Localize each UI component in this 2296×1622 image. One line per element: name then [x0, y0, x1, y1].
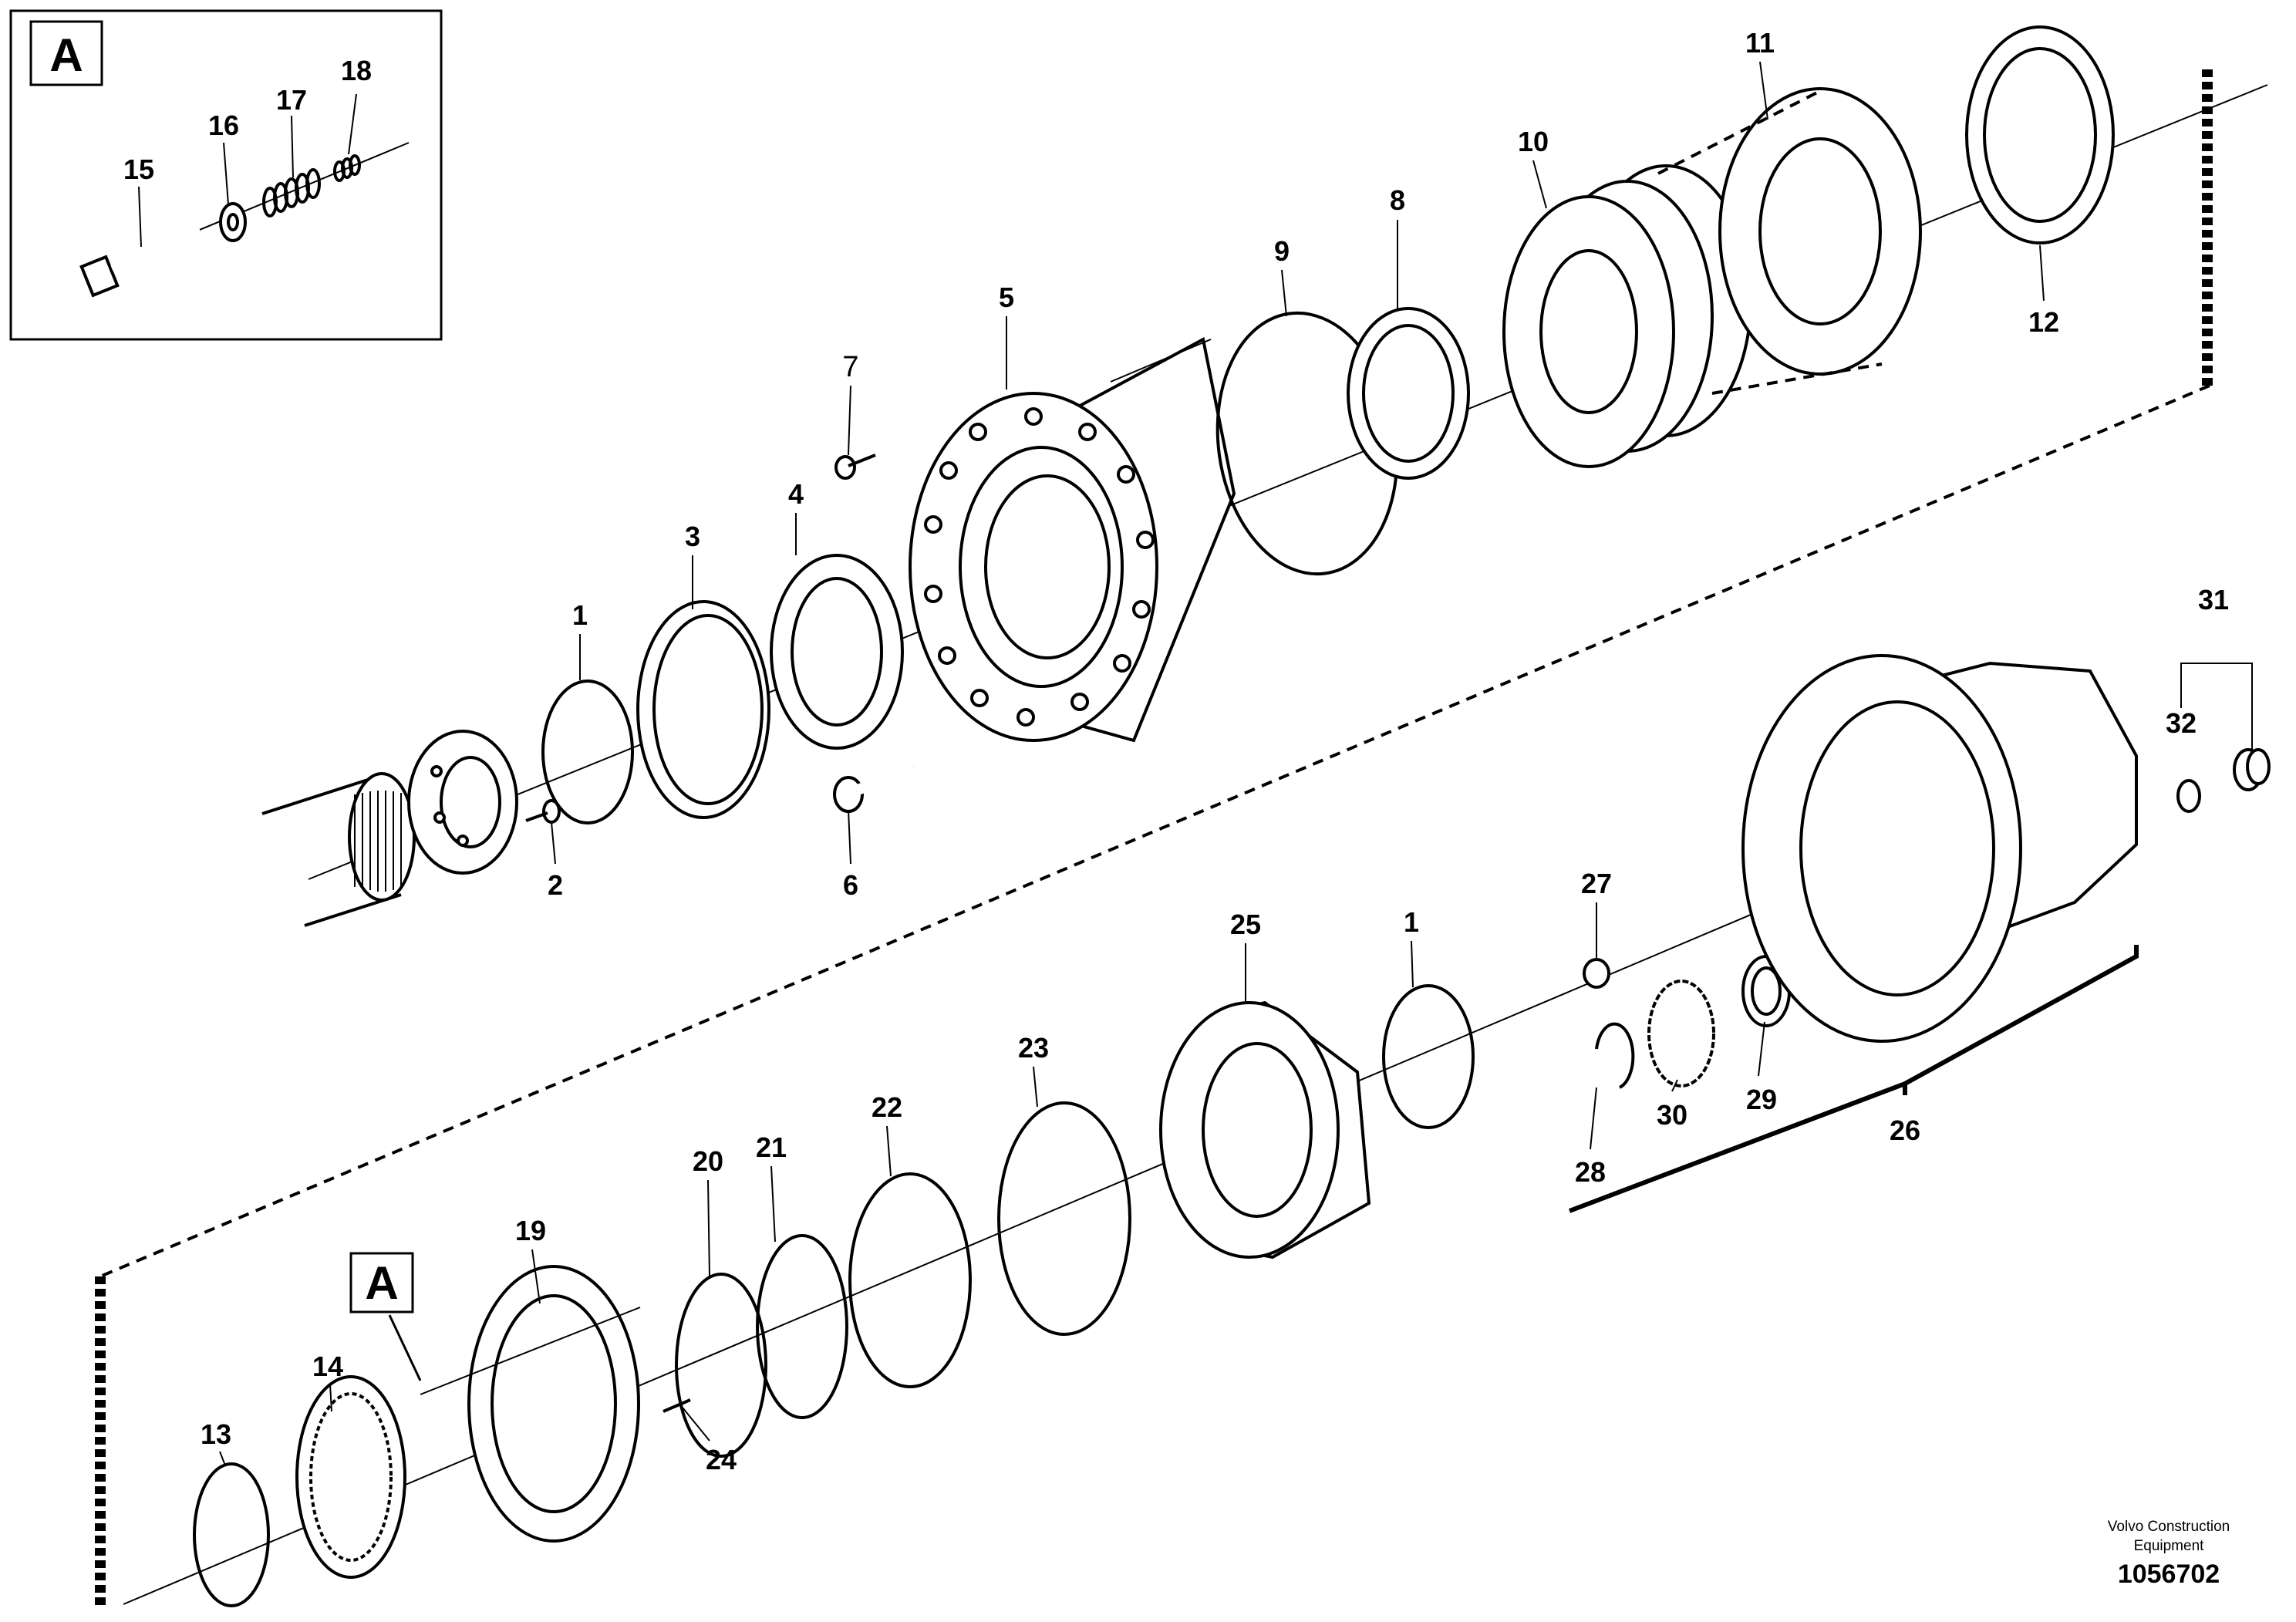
callout-1-lower: 1 — [1404, 906, 1419, 938]
carrier-19-shape — [467, 1265, 640, 1543]
bearing-4-shape — [770, 554, 904, 750]
callout-1-upper: 1 — [572, 599, 588, 631]
callout-19: 19 — [515, 1215, 546, 1246]
drum-26-shape — [1741, 654, 2138, 1043]
credit-line-2: Equipment — [2134, 1538, 2205, 1554]
disc-pack-10-shape — [1502, 164, 1752, 468]
callout-2: 2 — [548, 869, 563, 901]
lower-axis-line — [123, 832, 1944, 1605]
ring-23-shape — [997, 1101, 1131, 1336]
callout-7: 7 — [842, 351, 858, 383]
ring-22-shape — [848, 1172, 972, 1388]
callout-26: 26 — [1890, 1114, 1920, 1146]
callout-25: 25 — [1230, 909, 1261, 940]
bolt-7-shape — [834, 454, 876, 480]
housing-25-shape — [1159, 1000, 1371, 1259]
callout-31: 31 — [2198, 584, 2229, 615]
o-ring-32-shape — [2176, 779, 2201, 813]
callout-29: 29 — [1746, 1084, 1777, 1115]
callout-3: 3 — [685, 521, 700, 552]
plug-31-shape — [2233, 748, 2271, 791]
callout-4: 4 — [788, 478, 804, 510]
stud-6-shape — [833, 762, 916, 813]
seal-3-shape — [636, 600, 770, 819]
callout-18: 18 — [341, 55, 372, 86]
connector-dashed-line — [99, 384, 2210, 1278]
ring-gear-14-shape — [295, 1375, 406, 1579]
bracket-26 — [1568, 945, 2139, 1213]
callout-21: 21 — [756, 1131, 787, 1163]
shaft-shape — [261, 772, 416, 927]
bracket-31 — [2180, 663, 2253, 752]
callout-13: 13 — [201, 1418, 231, 1450]
hub-5-shape — [909, 336, 1236, 743]
callout-24: 24 — [706, 1444, 737, 1475]
callout-16: 16 — [208, 110, 239, 141]
detail-box-a: A 15 16 17 1 — [9, 9, 443, 341]
callout-20: 20 — [693, 1145, 723, 1177]
callout-23: 23 — [1018, 1032, 1049, 1064]
pin-24-shape — [663, 1398, 691, 1413]
callout-10: 10 — [1518, 126, 1549, 157]
callout-6: 6 — [843, 869, 858, 901]
spring-17-shape — [262, 168, 321, 218]
o-ring-13-shape — [193, 1462, 270, 1607]
screw-2-shape — [525, 799, 561, 824]
nut-shape — [407, 730, 518, 875]
drawing-number: 1056702 — [2118, 1560, 2220, 1589]
callout-5: 5 — [999, 282, 1014, 313]
callout-15: 15 — [123, 153, 154, 185]
disc-11-shape — [1657, 87, 1922, 395]
upper-axis-line — [308, 84, 2268, 880]
callout-17: 17 — [276, 84, 307, 116]
circlip-28-shape — [1595, 1022, 1635, 1089]
detail-box-letter: A — [49, 29, 83, 81]
callout-30: 30 — [1657, 1099, 1687, 1131]
o-ring-1-shape — [541, 679, 634, 824]
o-ring-1-lower-shape — [1382, 984, 1475, 1129]
callout-11: 11 — [1745, 27, 1775, 59]
gear-30-shape — [1647, 980, 1715, 1088]
spring-18-shape — [333, 154, 361, 182]
bolt-15-shape — [79, 228, 202, 298]
callout-8: 8 — [1390, 184, 1405, 216]
credit-line-1: Volvo Construction — [2108, 1519, 2230, 1535]
washer-27-shape — [1583, 958, 1610, 989]
ring-20-shape — [675, 1273, 767, 1458]
detail-callout-letter: A — [365, 1257, 398, 1309]
callout-32: 32 — [2166, 707, 2197, 739]
callout-28: 28 — [1575, 1156, 1606, 1188]
callout-12: 12 — [2028, 306, 2059, 338]
callout-27: 27 — [1581, 868, 1612, 899]
ring-21-shape — [756, 1234, 848, 1419]
disc-12-shape — [1965, 25, 2115, 244]
bearing-8-shape — [1347, 307, 1470, 480]
detail-callout-a: A — [349, 1252, 641, 1395]
callout-22: 22 — [872, 1091, 902, 1123]
callout-14: 14 — [312, 1351, 343, 1382]
callout-9: 9 — [1274, 235, 1290, 267]
